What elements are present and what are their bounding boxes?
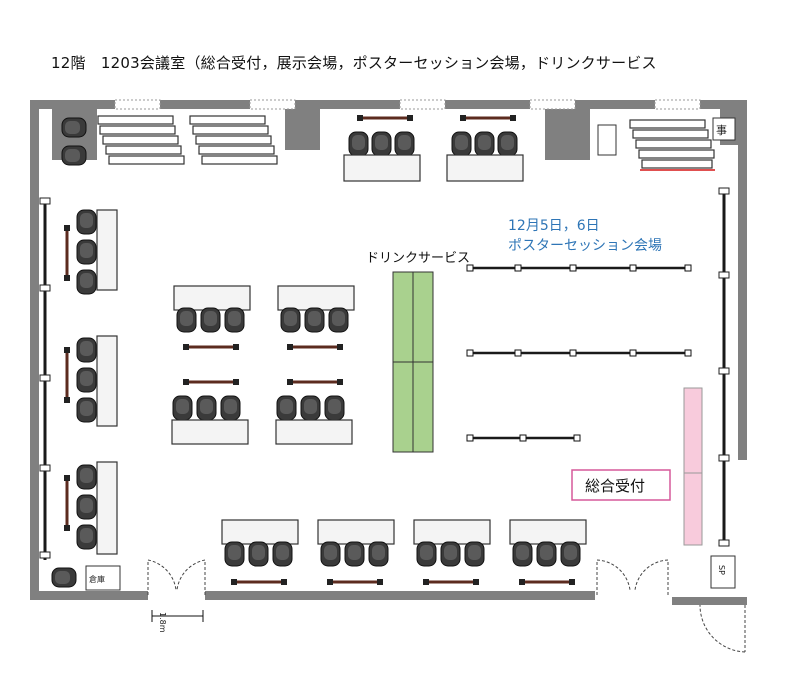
exhibit-table-top-2 — [446, 113, 524, 182]
exhibit-table-center-3 — [171, 377, 249, 445]
cabinet — [597, 124, 617, 156]
exhibit-table-bottom-4 — [509, 519, 587, 587]
speaker-box — [710, 555, 736, 589]
speaker-label: SP — [717, 565, 726, 575]
exhibit-table-bottom-1 — [221, 519, 299, 587]
reception-label-box — [571, 469, 671, 501]
poster-row-1 — [466, 264, 692, 272]
poster-row-2 — [466, 349, 692, 357]
exhibit-table-center-2 — [277, 285, 355, 352]
poster-row-3 — [466, 434, 581, 442]
right-wall-board — [718, 187, 730, 547]
poster-venue-label: ポスターセッション会場 — [508, 238, 662, 254]
exhibit-table-center-1 — [173, 285, 251, 352]
door-exterior — [699, 604, 746, 653]
door-width-dimension: 1.8m — [151, 610, 204, 633]
exhibit-table-bottom-2 — [317, 519, 395, 587]
exhibit-table-left-1 — [62, 209, 118, 295]
door-width-label: 1.8m — [158, 612, 167, 633]
door-left — [147, 559, 206, 595]
poster-date-label: 12月5日，6日 — [508, 218, 600, 234]
drink-service-label: ドリンクサービス — [366, 251, 470, 266]
stacked-tables — [97, 115, 715, 169]
reception-desk — [683, 387, 703, 546]
storage-label: 事 — [716, 124, 727, 137]
storage-box — [712, 117, 736, 141]
storage-text: 倉庫 — [89, 574, 105, 584]
exhibit-table-left-3 — [62, 461, 118, 555]
exhibit-table-top-1 — [343, 113, 421, 182]
poster-boards — [466, 264, 692, 442]
storage-area — [51, 565, 121, 591]
reception-label: 総合受付 — [585, 477, 645, 495]
exhibit-table-center-4 — [275, 377, 353, 445]
exhibit-table-left-2 — [62, 335, 118, 427]
left-wall-board — [39, 197, 51, 560]
exhibit-table-bottom-3 — [413, 519, 491, 587]
door-right — [596, 559, 669, 595]
floor-heading: 12階 1203会議室（総合受付，展示会場，ポスターセッション会場，ドリンクサー… — [51, 54, 657, 72]
drink-service-tables — [392, 271, 434, 453]
